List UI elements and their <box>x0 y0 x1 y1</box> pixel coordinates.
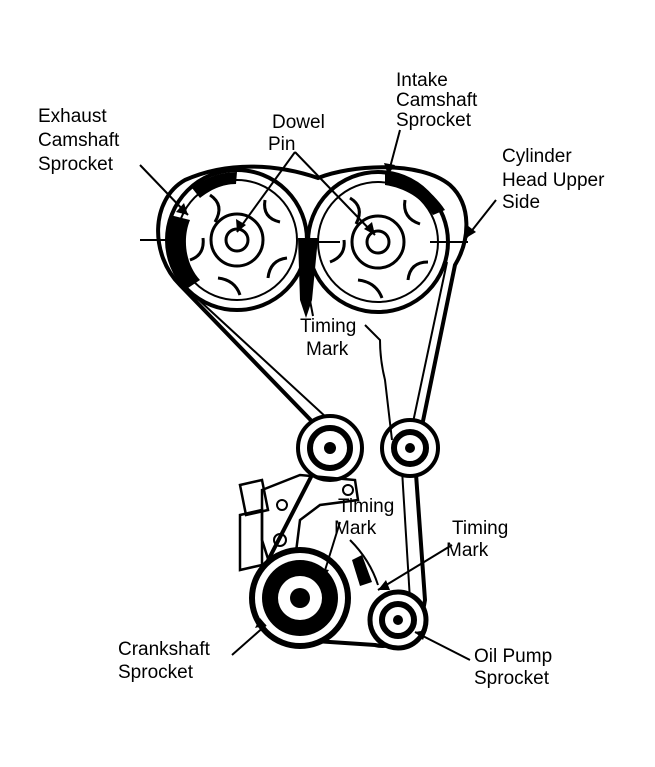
idler-pulley-right <box>380 418 440 478</box>
label-timing-mark-crank: Timing Mark <box>334 496 400 539</box>
label-timing-mark-cam: Timing Mark <box>300 316 362 360</box>
exhaust-camshaft-sprocket <box>165 168 309 312</box>
label-cylinder-head: Cylinder Head Upper Side <box>502 146 610 213</box>
tensioner-pulley-left <box>296 414 364 482</box>
leader-lines <box>139 129 497 661</box>
label-oil-pump-sprocket: Oil Pump Sprocket <box>474 646 557 689</box>
cam-timing-pointer <box>298 238 318 318</box>
label-exhaust-sprocket: Exhaust Camshaft Sprocket <box>38 106 125 175</box>
head-reference-lines <box>140 239 468 243</box>
label-crankshaft-sprocket: Crankshaft Sprocket <box>118 639 215 683</box>
arrowheads <box>176 163 476 640</box>
label-dowel-pin: Dowel Pin <box>268 112 330 155</box>
label-intake-sprocket: Intake Camshaft Sprocket <box>396 70 483 131</box>
crank-timing-pointer <box>352 555 372 586</box>
label-timing-mark-oil: Timing Mark <box>446 518 514 561</box>
crankshaft-sprocket <box>249 547 351 649</box>
oil-pump-sprocket <box>367 589 429 651</box>
